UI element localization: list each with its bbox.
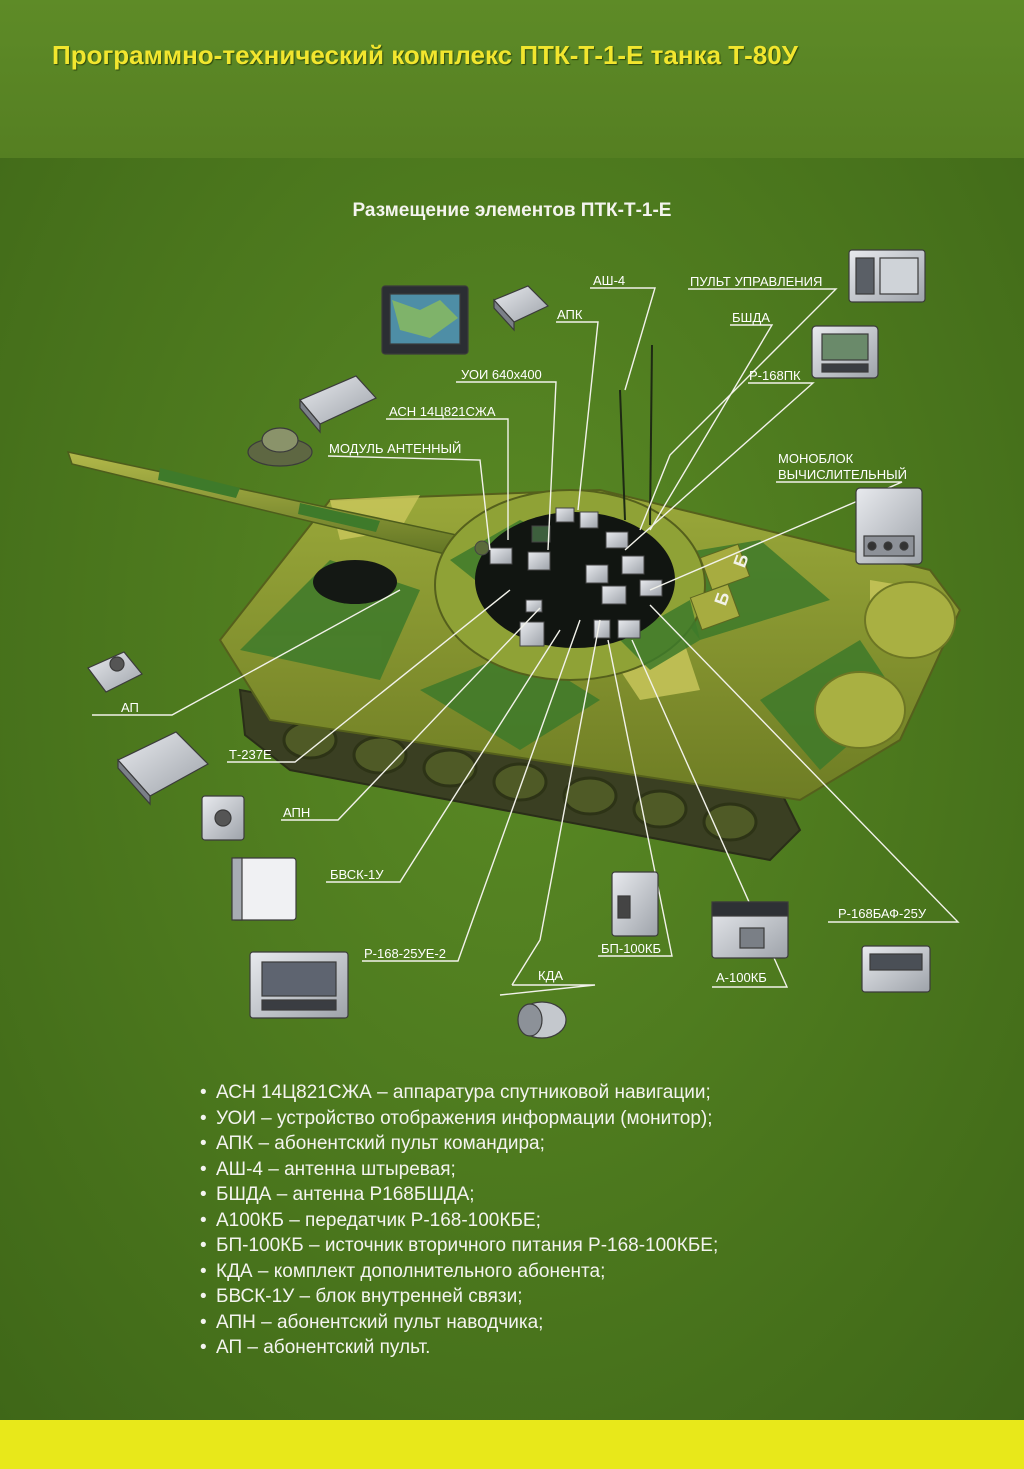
pult-upravleniya-picture	[848, 249, 926, 303]
label-monoblok-line1: МОНОБЛОК	[778, 451, 854, 466]
kda-picture	[517, 1001, 567, 1039]
legend-item: АП – абонентский пульт.	[200, 1335, 900, 1361]
legend-item: УОИ – устройство отображения информации …	[200, 1106, 900, 1132]
legend-item: А100КБ – передатчик Р-168-100КБЕ;	[200, 1208, 900, 1234]
antenna-masts	[619, 344, 653, 526]
a100kb-picture	[711, 901, 789, 959]
r168pk-picture	[811, 325, 879, 379]
label-r168-25ue2: Р-168-25УЕ-2	[364, 946, 446, 961]
component-pictures	[87, 249, 931, 1039]
road-wheels	[282, 720, 758, 842]
component-labels: АШ-4 ПУЛЬТ УПРАВЛЕНИЯ АПК БШДА УОИ 640х4…	[121, 273, 927, 985]
page-title: Программно-технический комплекс ПТК-Т-1-…	[52, 40, 798, 70]
label-a100kb: А-100КБ	[716, 970, 767, 985]
legend-item: БШДА – антенна Р168БШДА;	[200, 1182, 900, 1208]
label-bp100kb: БП-100КБ	[601, 941, 661, 956]
legend-item: АСН 14Ц821СЖА – аппаратура спутниковой н…	[200, 1080, 900, 1106]
label-r168pk: Р-168ПК	[749, 368, 801, 383]
label-ash4: АШ-4	[593, 273, 625, 288]
legend-item: БП-100КБ – источник вторичного питания Р…	[200, 1233, 900, 1259]
label-bvsk: БВСК-1У	[330, 867, 384, 882]
footer-band	[0, 1420, 1024, 1469]
label-kda: КДА	[538, 968, 563, 983]
barrel-camo	[158, 468, 380, 532]
r168baf-picture	[861, 945, 931, 993]
legend-item: АПН – абонентский пульт наводчика;	[200, 1310, 900, 1336]
uoi-monitor-picture	[381, 285, 469, 355]
legend-item: АШ-4 – антенна штыревая;	[200, 1157, 900, 1183]
label-apk: АПК	[557, 307, 583, 322]
legend-item: АПК – абонентский пульт командира;	[200, 1131, 900, 1157]
label-asn: АСН 14Ц821СЖА	[389, 404, 496, 419]
antenna-module-picture	[247, 427, 313, 467]
asn-picture	[299, 375, 377, 434]
legend-item: КДА – комплект дополнительного абонента;	[200, 1259, 900, 1285]
bp100kb-picture	[611, 871, 659, 937]
label-t237e: Т-237Е	[229, 747, 272, 762]
leader-lines	[92, 287, 960, 996]
apk-picture	[492, 285, 550, 332]
label-ap: АП	[121, 700, 139, 715]
diagram-title: Размещение элементов ПТК-Т-1-Е	[352, 200, 672, 221]
legend-item: БВСК-1У – блок внутренней связи;	[200, 1284, 900, 1310]
label-apn: АПН	[283, 805, 310, 820]
r168-25ue2-picture	[249, 951, 349, 1019]
apn-picture	[201, 795, 245, 841]
t237e-picture	[117, 731, 209, 806]
label-bshda: БШДА	[732, 310, 770, 325]
driver-hatch-cutaway	[313, 560, 397, 604]
label-pult-upravleniya: ПУЛЬТ УПРАВЛЕНИЯ	[690, 274, 822, 289]
ap-picture	[87, 651, 143, 693]
label-r168baf: Р-168БАФ-25У	[838, 906, 927, 921]
monoblok-picture	[855, 487, 923, 565]
tank-illustration: Б Б	[66, 344, 962, 862]
label-uoi: УОИ 640х400	[461, 367, 542, 382]
legend-list: АСН 14Ц821СЖА – аппаратура спутниковой н…	[200, 1080, 900, 1361]
label-monoblok-line2: ВЫЧИСЛИТЕЛЬНЫЙ	[778, 467, 907, 482]
turret-equipment-icons	[474, 507, 663, 647]
label-modul-antennyi: МОДУЛЬ АНТЕННЫЙ	[329, 441, 461, 456]
bvsk-picture	[231, 857, 297, 921]
fuel-drums	[814, 581, 956, 749]
turret-stowage-boxes	[689, 543, 751, 631]
